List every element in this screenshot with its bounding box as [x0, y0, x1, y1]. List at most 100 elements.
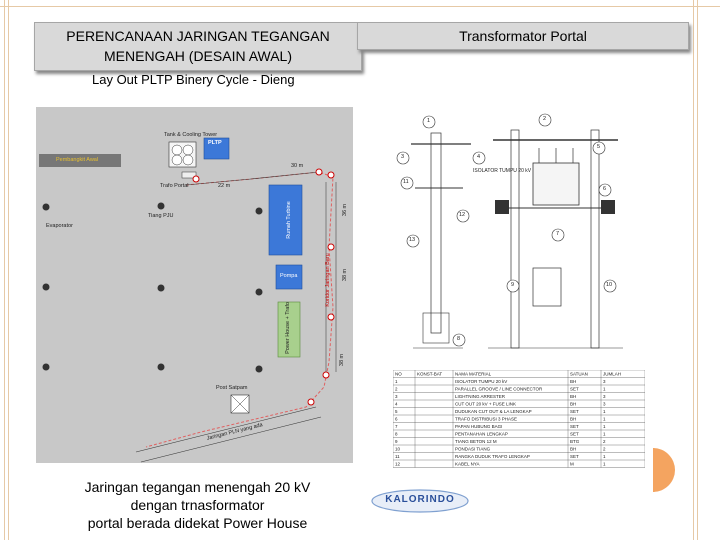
table-cell: RANGKA DUDUK TRAFO LENGKAP [455, 454, 530, 459]
callout-11: 11 [403, 179, 409, 185]
transformer-portal-drawing: 1 2 3 4 5 6 7 8 9 10 11 12 13 ISOLATOR T… [393, 108, 645, 368]
callout-circle [506, 279, 520, 293]
left-title-line2: MENENGAH (DESAIN AWAL) [104, 48, 292, 64]
callout-10: 10 [606, 282, 613, 288]
frame-line-left [4, 0, 5, 540]
table-cell: SET [570, 454, 579, 459]
logo-text: KALORINDO [385, 494, 455, 505]
left-title-line1: PERENCANAAN JARINGAN TEGANGAN [66, 28, 330, 44]
callout-1: 1 [427, 118, 431, 124]
frame-line-right-2 [697, 0, 698, 540]
table-cell: SET [570, 409, 579, 414]
table-cell: 3 [603, 379, 606, 384]
pembangkit-awal [39, 154, 121, 167]
table-cell: KABEL NYA [455, 462, 480, 467]
road-line-2 [140, 416, 322, 463]
frame-line-top [0, 6, 720, 7]
label-tiang-pju: Tiang PJU [148, 213, 174, 219]
pole-marker [315, 168, 323, 176]
table-cell: BH [570, 447, 576, 452]
corner-ornament [651, 448, 685, 494]
pju-dot [42, 363, 50, 371]
kalorindo-logo: KALORINDO [370, 486, 470, 516]
table-cell: 1 [603, 417, 606, 422]
tower-circle-1 [171, 144, 183, 156]
callout-7: 7 [556, 231, 560, 237]
table-cell: 8 [395, 432, 398, 437]
table-cell: 7 [395, 424, 398, 429]
table-cell: 1 [603, 387, 606, 392]
ornament-half-circle [653, 448, 675, 492]
table-cell: TRAFO DISTRIBUSI 3 PHASE [455, 417, 517, 422]
side-foundation [422, 312, 450, 344]
isolator-label: ISOLATOR TUMPU 20 kV [473, 168, 532, 174]
table-cell: SET [570, 432, 579, 437]
post-cross-2 [230, 394, 250, 414]
portal-drawing-graphics [396, 113, 623, 349]
side-pole [430, 132, 442, 334]
table-header-cell: NO [395, 372, 402, 377]
callout-circle [551, 228, 565, 242]
label-dim-36m: 36 m [342, 203, 349, 217]
frame-line-right [693, 0, 694, 540]
callout-circle [456, 209, 470, 223]
callout-3: 3 [401, 154, 405, 160]
pole-marker [327, 171, 335, 179]
pompa [275, 264, 303, 290]
layout-caption: Lay Out PLTP Binery Cycle - Dieng [92, 72, 295, 87]
callout-4: 4 [477, 154, 481, 160]
line-top [185, 171, 320, 186]
road-line-1 [135, 406, 317, 453]
callout-12: 12 [459, 212, 466, 218]
table-cell: 1 [603, 432, 606, 437]
table-cell: LIGHTNING ARRESTER [455, 394, 506, 399]
table-cell: 5 [395, 409, 398, 414]
label-pltp: PLTP [208, 140, 222, 146]
label-power-house: Power House + Trafo [284, 302, 291, 354]
table-cell: 1 [603, 454, 606, 459]
callout-circle [598, 183, 612, 197]
label-pompa: Pompa [280, 273, 298, 279]
pju-dot [42, 203, 50, 211]
trafo-portal [181, 171, 197, 179]
pju-dot [157, 363, 165, 371]
front-pole-left [510, 129, 520, 349]
bottom-caption-line3: portal berada didekat Power House [87, 515, 308, 531]
label-evaporator: Evaporator [46, 223, 73, 229]
power-house [277, 301, 301, 358]
callout-circle [603, 279, 617, 293]
callout-circle [452, 333, 466, 347]
table-cell: 9 [395, 439, 398, 444]
table-cell: 11 [395, 454, 400, 459]
rumah-turbine [268, 184, 303, 256]
table-header-cell: KONST-BAT [417, 372, 442, 377]
table-cell: SET [570, 387, 579, 392]
callout-circle [472, 151, 486, 165]
site-plan: Tank & Cooling Tower PLTP Pembangkit Awa… [36, 107, 353, 463]
logo-graphic [371, 489, 469, 513]
table-cell: 3 [603, 402, 606, 407]
arrester-right [601, 200, 615, 214]
label-dim-38m: 38 m [342, 268, 349, 282]
table-cell: 1 [603, 409, 606, 414]
pju-dot [255, 288, 263, 296]
tower-circle-3 [171, 154, 183, 166]
bottom-caption-line2: dengan trnasformator [130, 497, 265, 513]
callout-2: 2 [543, 116, 547, 122]
callout-13: 13 [409, 237, 416, 243]
pju-dot [157, 284, 165, 292]
table-cell: BH [570, 417, 576, 422]
pju-dot [255, 365, 263, 373]
callout-8: 8 [457, 336, 461, 342]
table-cell: BH [570, 402, 576, 407]
table-cell: 1 [603, 462, 606, 467]
tower-circle-2 [182, 144, 194, 156]
table-cell: 2 [395, 387, 398, 392]
table-header-cell: JUMLAH [603, 372, 621, 377]
site-plan-graphics [39, 137, 337, 463]
table-cell: PARALLEL GROOVE / LINE CONNECTOR [455, 387, 543, 392]
label-dim-38m-b: 38 m [339, 353, 346, 367]
callout-circle [400, 176, 414, 190]
label-dim-22m: 22 m [218, 183, 231, 189]
